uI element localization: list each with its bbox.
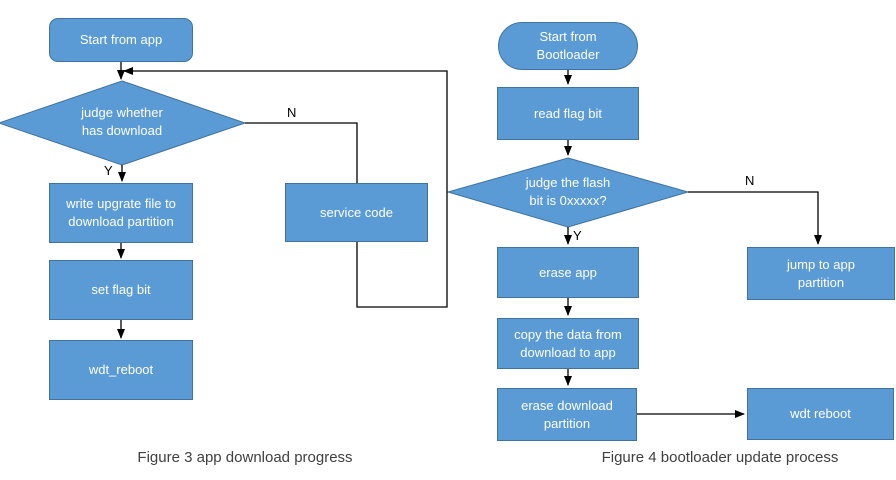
node-judge-flash-bit-label: judge the flash bit is 0xxxxx? bbox=[493, 174, 643, 210]
node-start-from-bootloader: Start from Bootloader bbox=[498, 22, 638, 70]
label-line-2: Bootloader bbox=[536, 47, 600, 62]
label-line-1: Start from bbox=[539, 29, 597, 44]
caption-figure-4: Figure 4 bootloader update process bbox=[601, 449, 839, 466]
branch-label-yes-left: Y bbox=[104, 163, 113, 178]
label-line-1: erase download bbox=[521, 397, 613, 413]
label-line-1: judge the flash bbox=[525, 175, 611, 190]
node-label: read flag bit bbox=[534, 105, 602, 121]
node-wdt-reboot-right: wdt reboot bbox=[747, 388, 894, 440]
node-read-flag-bit: read flag bit bbox=[497, 87, 639, 140]
label-line-2: partition bbox=[797, 274, 845, 290]
node-start-from-app: Start from app bbox=[49, 18, 193, 62]
label-line-2: download to app bbox=[520, 344, 616, 360]
label-line-2: bit is 0xxxxx? bbox=[529, 193, 607, 208]
branch-label-yes-right: Y bbox=[573, 228, 582, 243]
node-label: wdt_reboot bbox=[88, 362, 154, 377]
label-line-2: partition bbox=[543, 415, 591, 431]
node-copy-data: copy the data from download to app bbox=[497, 318, 639, 369]
caption-figure-3: Figure 3 app download progress bbox=[137, 449, 353, 466]
wire-service-loop-back bbox=[123, 67, 448, 308]
label-line-2: has download bbox=[81, 123, 163, 138]
node-label: Start from app bbox=[79, 32, 163, 47]
label-line-1: write upgrate file to bbox=[66, 196, 176, 211]
node-wdt-reboot-left: wdt_reboot bbox=[49, 340, 193, 400]
node-set-flag-bit: set flag bit bbox=[49, 260, 193, 320]
node-jump-to-app-partition: jump to app partition bbox=[747, 247, 895, 300]
label-line-1: jump to app bbox=[787, 256, 855, 272]
label-line-2: download partition bbox=[68, 214, 174, 229]
node-write-upgrade-file: write upgrate file to download partition bbox=[49, 183, 193, 243]
branch-label-no-right: N bbox=[745, 173, 755, 188]
node-judge-has-download-label: judge whether has download bbox=[47, 104, 197, 140]
node-erase-download-partition: erase download partition bbox=[497, 388, 637, 441]
node-label: erase app bbox=[539, 264, 597, 280]
wire-judge-no-to-service bbox=[245, 122, 358, 183]
node-label: set flag bit bbox=[91, 282, 151, 297]
branch-label-no-left: N bbox=[287, 105, 297, 120]
label-line-1: judge whether bbox=[81, 105, 163, 120]
node-label: wdt reboot bbox=[790, 406, 851, 421]
node-label: service code bbox=[320, 204, 393, 220]
node-erase-app: erase app bbox=[497, 247, 639, 298]
wire-judge2-no-to-jump bbox=[688, 191, 822, 245]
node-service-code: service code bbox=[285, 183, 428, 242]
label-line-1: copy the data from bbox=[514, 326, 622, 342]
